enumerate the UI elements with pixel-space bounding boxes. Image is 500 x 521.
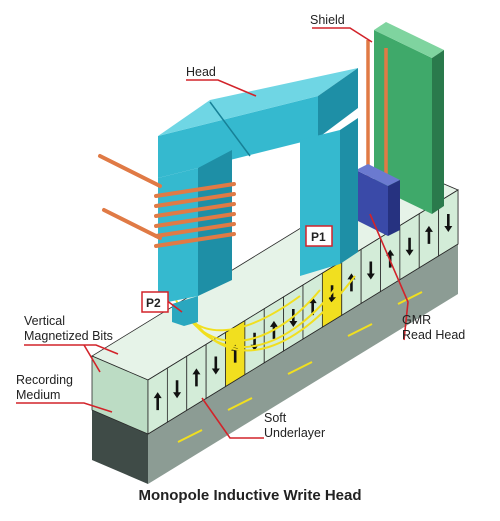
- bit-arrow-up-icon: [192, 368, 201, 387]
- flux-arrow-icon: [287, 361, 313, 375]
- bit-arrow-down-icon: [211, 356, 220, 375]
- flux-arrow-icon: [177, 429, 203, 443]
- bit-arrow-down-icon: [405, 237, 414, 256]
- p2-label: P2: [146, 296, 161, 310]
- p1-label: P1: [311, 230, 326, 244]
- recording-medium-label-line1: Recording: [16, 373, 73, 387]
- p1-box: [305, 225, 333, 247]
- bit-arrow-down-icon: [444, 213, 453, 232]
- gmr-read-head: [356, 40, 400, 236]
- soft-underlayer-label-line1: Soft: [264, 411, 287, 425]
- bit-arrow-down-icon: [328, 285, 337, 304]
- shield-label: Shield: [310, 13, 345, 27]
- flux-arrow-icon: [227, 397, 253, 411]
- vertical-bits-label-line2: Magnetized Bits: [24, 329, 113, 343]
- bit-arrow-down-icon: [289, 308, 298, 327]
- labels: Head Shield P1 P2 Vertical Magnetized Bi…: [16, 13, 465, 504]
- p2-box: [141, 291, 169, 313]
- shield: [374, 22, 444, 214]
- gmr-label-line1: GMR: [402, 313, 431, 327]
- leader-lines: [16, 27, 409, 439]
- bit-arrow-down-icon: [366, 261, 375, 280]
- coil: [98, 154, 236, 248]
- bit-arrow-up-icon: [424, 225, 433, 244]
- bit-arrow-up-icon: [386, 249, 395, 268]
- gmr-label-line2: Read Head: [402, 328, 465, 342]
- soft-underlayer-label-line2: Underlayer: [264, 426, 325, 440]
- flux-arrow-icon: [397, 291, 423, 305]
- recording-medium-label-line2: Medium: [16, 388, 60, 402]
- bit-arrow-down-icon: [173, 380, 182, 399]
- write-head: [158, 68, 358, 326]
- bit-arrow-up-icon: [153, 392, 162, 411]
- flux-arrow-icon: [347, 323, 373, 337]
- diagram-caption: Monopole Inductive Write Head: [138, 487, 361, 504]
- head-label: Head: [186, 65, 216, 79]
- soft-underlayer: [92, 244, 458, 484]
- vertical-bits-label-line1: Vertical: [24, 314, 65, 328]
- magnetized-bits: [147, 189, 459, 443]
